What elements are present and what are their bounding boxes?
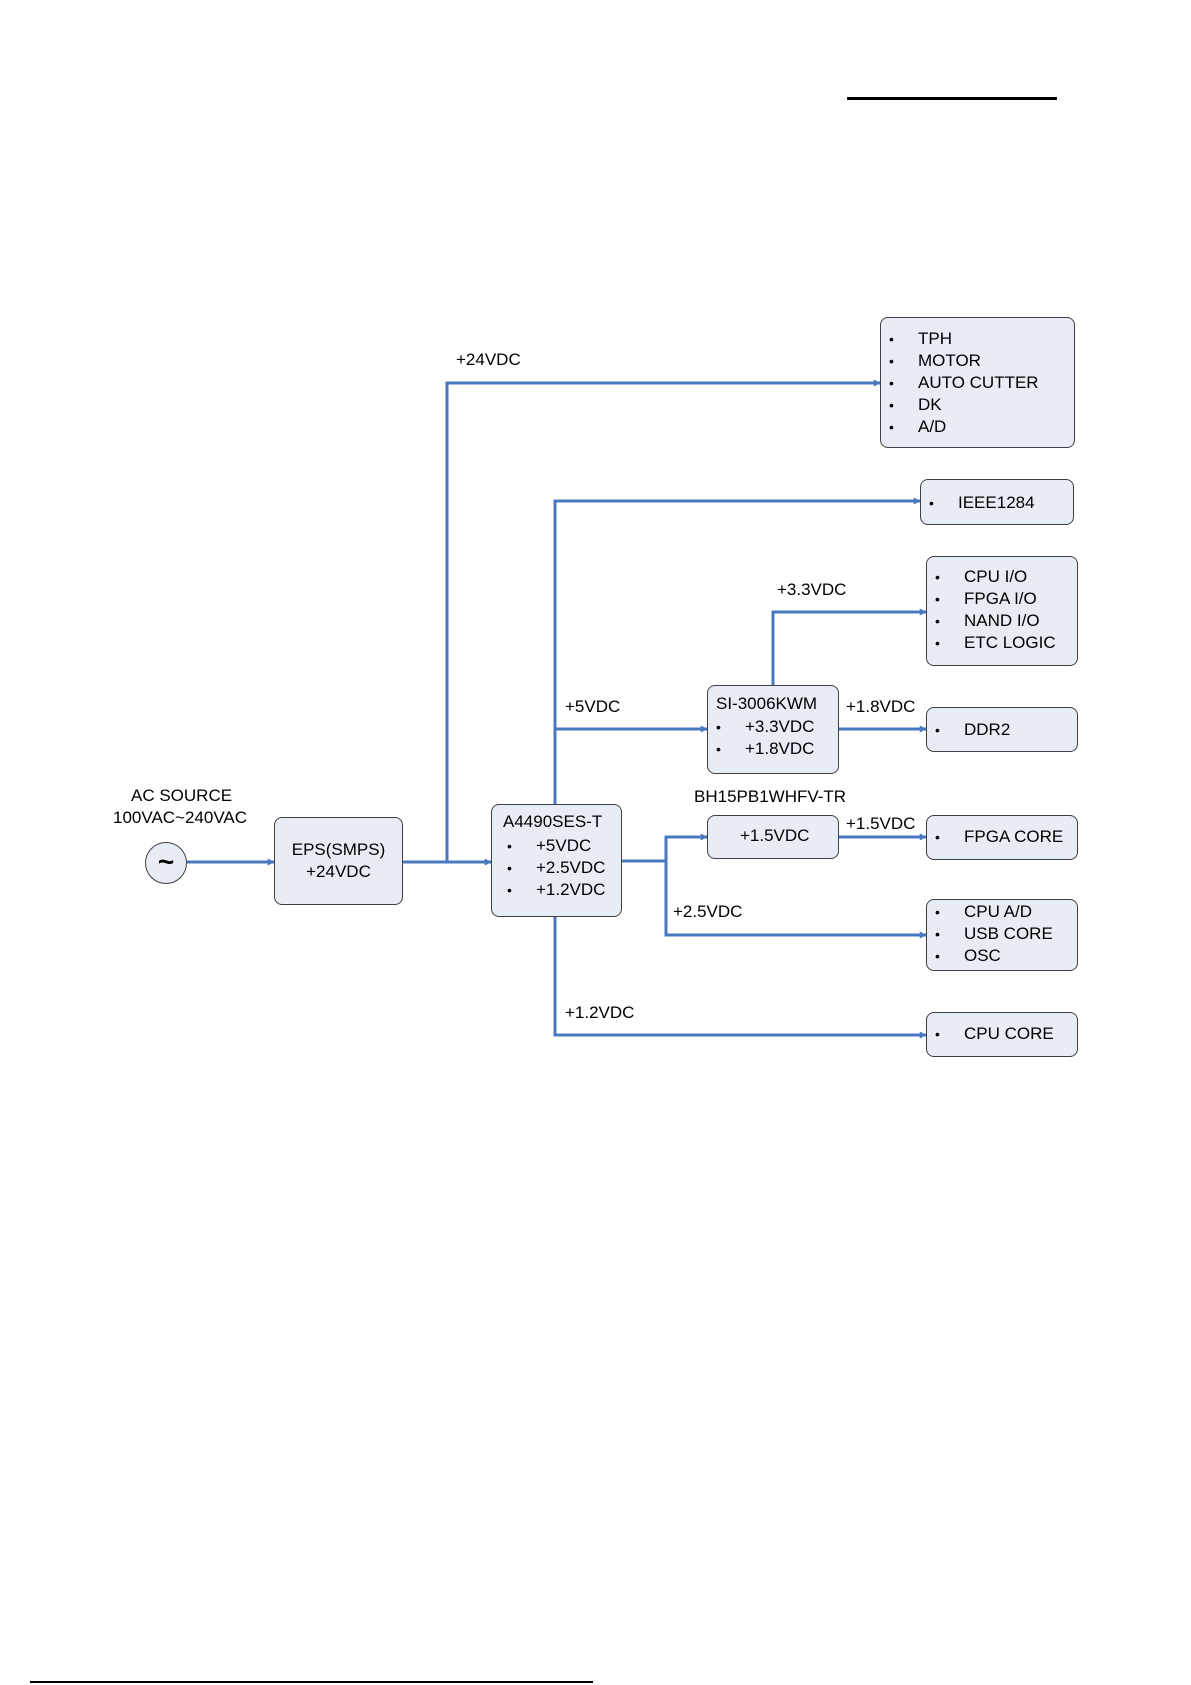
eps-box: EPS(SMPS) +24VDC: [274, 817, 403, 905]
si-regulator-item: +3.3VDC: [716, 716, 838, 738]
load-item: OSC: [935, 945, 1077, 967]
wire-33vdc: [773, 612, 926, 685]
regulator-item: +5VDC: [507, 835, 621, 857]
si-regulator-title: SI-3006KWM: [716, 693, 838, 715]
load-item: CPU A/D: [935, 901, 1077, 923]
wire-25vdc: [666, 861, 926, 935]
load-24vdc-box: TPH MOTOR AUTO CUTTER DK A/D: [880, 317, 1075, 448]
label-18vdc: +1.8VDC: [846, 697, 915, 717]
label-24vdc: +24VDC: [456, 350, 521, 370]
fpga-core-box: FPGA CORE: [926, 815, 1078, 860]
load-33vdc-box: CPU I/O FPGA I/O NAND I/O ETC LOGIC: [926, 556, 1078, 666]
ac-source-icon: ~: [145, 842, 187, 884]
label-15vdc: +1.5VDC: [846, 814, 915, 834]
wire-to-bh15: [666, 837, 707, 861]
eps-output: +24VDC: [275, 861, 402, 883]
label-5vdc: +5VDC: [565, 697, 620, 717]
load-item: FPGA CORE: [935, 826, 1077, 848]
label-12vdc: +1.2VDC: [565, 1003, 634, 1023]
load-item: DK: [889, 394, 1074, 416]
load-item: FPGA I/O: [935, 588, 1077, 610]
load-item: TPH: [889, 328, 1074, 350]
si-regulator-box: SI-3006KWM +3.3VDC +1.8VDC: [707, 685, 839, 774]
bh-regulator-output: +1.5VDC: [740, 826, 838, 846]
load-item: USB CORE: [935, 923, 1077, 945]
regulator-box: A4490SES-T +5VDC +2.5VDC +1.2VDC: [491, 804, 622, 917]
ddr2-box: DDR2: [926, 707, 1078, 752]
si-regulator-item: +1.8VDC: [716, 738, 838, 760]
load-item: AUTO CUTTER: [889, 372, 1074, 394]
load-item: MOTOR: [889, 350, 1074, 372]
regulator-item: +1.2VDC: [507, 879, 621, 901]
regulator-title: A4490SES-T: [503, 811, 621, 833]
load-item: CPU I/O: [935, 566, 1077, 588]
cpu-core-box: CPU CORE: [926, 1012, 1078, 1057]
load-item: ETC LOGIC: [935, 632, 1077, 654]
ieee1284-box: IEEE1284: [920, 479, 1074, 525]
bh-regulator-title: BH15PB1WHFV-TR: [694, 787, 846, 807]
bh-regulator-box: +1.5VDC: [707, 815, 839, 859]
load-25vdc-box: CPU A/D USB CORE OSC: [926, 899, 1078, 971]
footer-rule: [30, 1681, 593, 1683]
ac-source-range: 100VAC~240VAC: [113, 808, 247, 828]
regulator-item: +2.5VDC: [507, 857, 621, 879]
load-item: DDR2: [935, 719, 1077, 741]
load-item: CPU CORE: [935, 1023, 1077, 1045]
load-item: IEEE1284: [929, 492, 1073, 514]
label-25vdc: +2.5VDC: [673, 902, 742, 922]
ac-source-title: AC SOURCE: [131, 786, 232, 806]
label-33vdc: +3.3VDC: [777, 580, 846, 600]
load-item: NAND I/O: [935, 610, 1077, 632]
load-item: A/D: [889, 416, 1074, 438]
eps-title: EPS(SMPS): [275, 839, 402, 861]
